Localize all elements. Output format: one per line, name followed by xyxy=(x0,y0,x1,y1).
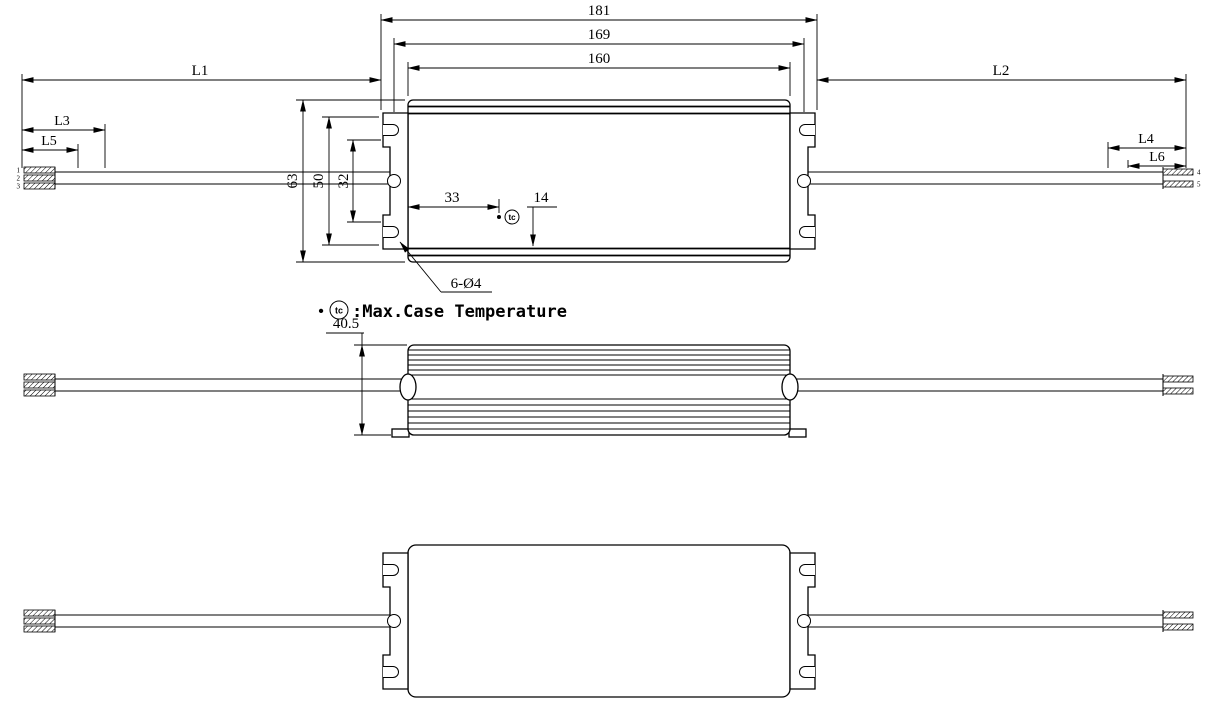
dim-tc-from-edge xyxy=(407,199,500,213)
stripped-lead xyxy=(23,373,56,381)
dim-tc-offset-label: 14 xyxy=(534,190,550,206)
mounting-slot xyxy=(383,124,399,136)
bottom-view-input-wire xyxy=(23,609,400,633)
mounting-slot xyxy=(383,564,399,576)
wire-gland-bulge xyxy=(399,373,417,401)
stripped-lead xyxy=(23,166,56,174)
bottom-view xyxy=(23,544,1194,698)
bottom-view-output-wire xyxy=(798,610,1194,632)
top-view-left-flange xyxy=(382,112,409,250)
legend-text: :Max.Case Temperature xyxy=(352,302,567,322)
tc-symbol-label: tc xyxy=(508,213,516,222)
side-view-output-wire xyxy=(796,374,1194,396)
dim-tc-offset xyxy=(527,206,557,247)
dim-input-strip-inner-label: L5 xyxy=(41,134,57,149)
legend-bullet: • xyxy=(318,303,324,320)
top-view-right-flange xyxy=(789,112,816,250)
callout-mounting-holes xyxy=(399,241,492,293)
mounting-slot xyxy=(799,666,815,678)
top-view-output-wire: 4 5 xyxy=(798,167,1201,189)
stripped-lead xyxy=(23,617,56,625)
dim-profile-height xyxy=(326,332,407,436)
dim-body-length xyxy=(407,62,791,96)
dim-output-strip-outer-label: L4 xyxy=(1138,132,1154,147)
stripped-lead xyxy=(23,174,56,182)
mounting-foot xyxy=(391,428,410,438)
top-view: 1 2 3 4 5 xyxy=(17,3,1202,322)
wire-gland-bulge xyxy=(781,373,799,401)
bottom-view-left-flange xyxy=(382,552,409,690)
dim-flange-width-label: 50 xyxy=(311,174,327,189)
dim-output-strip-inner xyxy=(1127,160,1187,169)
stripped-lead xyxy=(1162,180,1194,188)
mounting-foot xyxy=(788,428,807,438)
stripped-lead xyxy=(1162,611,1194,619)
stripped-lead xyxy=(1162,168,1194,176)
bottom-view-body xyxy=(407,544,791,698)
stripped-lead xyxy=(23,625,56,633)
bottom-view-right-flange xyxy=(789,552,816,690)
pin-label-3: 3 xyxy=(17,183,21,191)
dim-profile-height-label: 40.5 xyxy=(333,316,359,332)
tc-point-dot xyxy=(497,215,501,219)
side-view-body xyxy=(407,344,791,436)
top-view-body xyxy=(407,99,791,263)
dim-output-strip-inner-label: L6 xyxy=(1149,150,1165,165)
dim-overall-length-label: 181 xyxy=(588,3,611,19)
callout-mounting-holes-label: 6-Ø4 xyxy=(451,276,482,292)
pin-label-5: 5 xyxy=(1197,181,1201,189)
dim-input-strip-outer-label: L3 xyxy=(54,114,70,129)
legend-tc-symbol: tc xyxy=(335,306,343,316)
dim-recess-width xyxy=(347,139,381,223)
tc-point-marker: tc xyxy=(497,209,520,225)
mounting-slot xyxy=(799,124,815,136)
dim-input-strip-outer xyxy=(21,124,106,168)
dim-input-strip-inner xyxy=(21,144,79,168)
stripped-lead xyxy=(23,389,56,397)
mounting-slot xyxy=(383,226,399,238)
dim-output-lead xyxy=(816,74,1187,168)
stripped-lead xyxy=(1162,623,1194,631)
dim-mounting-span-label: 169 xyxy=(588,27,611,43)
stripped-lead xyxy=(1162,375,1194,383)
pin-label-4: 4 xyxy=(1197,169,1201,177)
mounting-hole xyxy=(387,174,401,188)
mounting-hole xyxy=(797,614,811,628)
dim-input-lead xyxy=(21,74,382,168)
side-view-input-wire xyxy=(23,373,402,397)
stripped-lead xyxy=(23,182,56,190)
side-view: 40.5 xyxy=(23,316,1194,438)
stripped-lead xyxy=(23,381,56,389)
tc-legend: • tc :Max.Case Temperature xyxy=(318,300,567,322)
mounting-hole xyxy=(387,614,401,628)
stripped-lead xyxy=(1162,387,1194,395)
legend-tc-circle xyxy=(329,300,349,320)
top-view-input-wire: 1 2 3 xyxy=(17,166,400,191)
pin-label-1: 1 xyxy=(17,167,21,175)
dim-input-lead-label: L1 xyxy=(192,63,209,79)
mounting-slot xyxy=(383,666,399,678)
dim-body-width xyxy=(296,99,405,263)
dim-output-strip-outer xyxy=(1107,142,1187,168)
dim-body-width-label: 63 xyxy=(285,174,301,189)
dim-recess-width-label: 32 xyxy=(336,174,352,189)
heatsink-fins xyxy=(408,349,790,430)
dim-tc-from-edge-label: 33 xyxy=(445,190,460,206)
dim-overall-length xyxy=(380,14,818,110)
mounting-hole xyxy=(797,174,811,188)
dim-body-length-label: 160 xyxy=(588,51,611,67)
dim-output-lead-label: L2 xyxy=(993,63,1010,79)
pin-label-2: 2 xyxy=(17,175,21,183)
dim-flange-width xyxy=(322,116,379,246)
mounting-slot xyxy=(799,564,815,576)
mounting-slot xyxy=(799,226,815,238)
stripped-lead xyxy=(23,609,56,617)
tc-symbol-circle xyxy=(504,209,520,225)
